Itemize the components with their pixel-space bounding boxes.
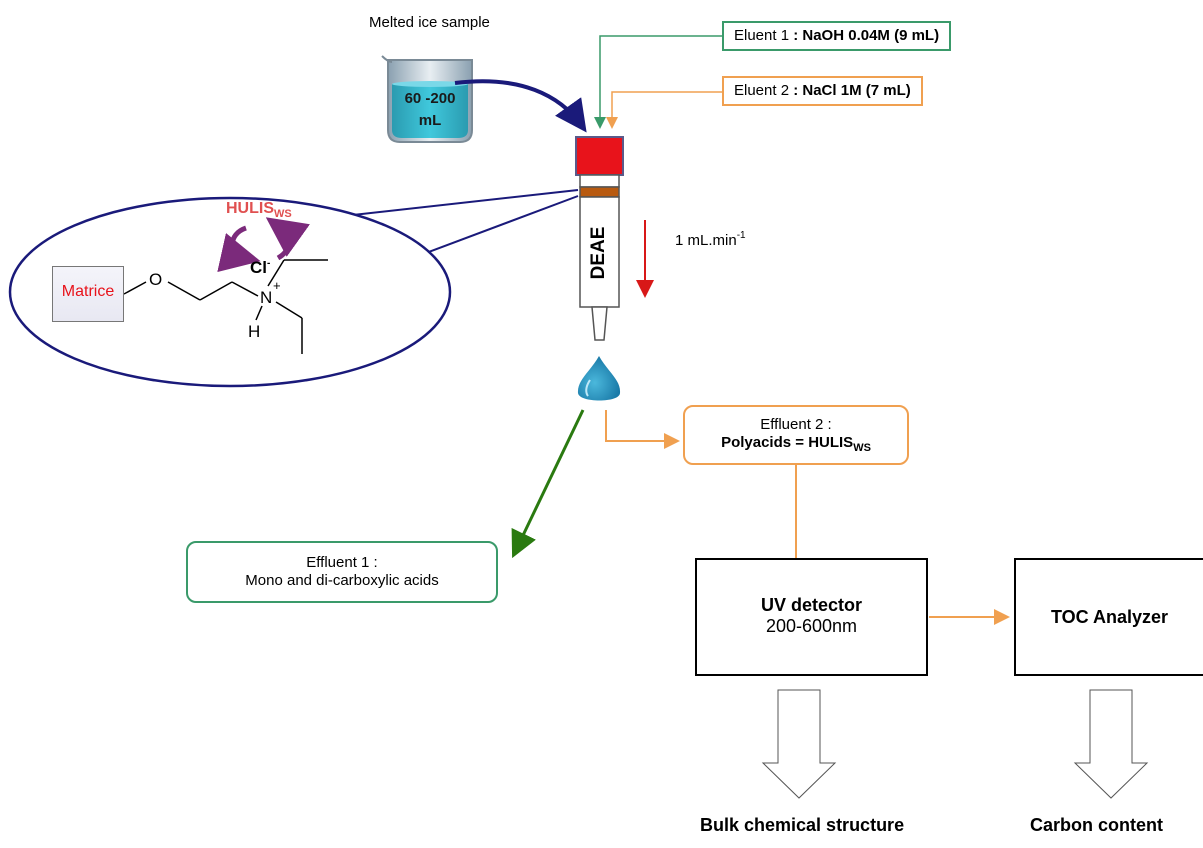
effluent1-arrow: [511, 409, 585, 559]
hulis-label: HULISWS: [226, 200, 292, 220]
chloride-text: Cl: [250, 258, 267, 277]
eluent1-value: : NaOH 0.04M (9 mL): [793, 27, 940, 44]
column-label: DEAE: [588, 226, 609, 280]
matrice-box: Matrice: [52, 266, 124, 322]
effluent2-line2-text: Polyacids = HULIS: [721, 434, 854, 451]
effluent1-box: Effluent 1 : Mono and di-carboxylic acid…: [186, 541, 498, 603]
sample-volume-line2: mL: [418, 112, 442, 129]
sample-label: Melted ice sample: [369, 14, 490, 31]
deae-column: [575, 136, 624, 341]
toc-analyzer-title: TOC Analyzer: [1050, 607, 1169, 627]
molecule-callout: [8, 196, 452, 388]
toc-analyzer-box: TOC Analyzer: [1014, 558, 1203, 676]
eluent1-prefix: Eluent 1: [734, 27, 790, 44]
exchange-arrow-right-icon: [265, 217, 310, 261]
effluent2-box: Effluent 2 : Polyacids = HULISWS: [683, 405, 909, 465]
nitrogen-charge: +: [273, 278, 281, 293]
uv-output-arrow-icon: [761, 689, 837, 799]
eluent2-line: [606, 91, 730, 129]
uv-detector-title: UV detector: [760, 595, 863, 615]
hulis-text: HULIS: [226, 200, 274, 217]
eluent1-line: [594, 35, 730, 129]
toc-output-arrow-icon: [1073, 689, 1149, 799]
molecule-structure: [123, 259, 328, 354]
effluent2-sub: WS: [853, 442, 871, 454]
eluent2-box: Eluent 2 : NaCl 1M (7 mL): [722, 76, 923, 106]
uv-detector-box: UV detector 200-600nm: [695, 558, 928, 676]
hydrogen-atom: H: [248, 322, 261, 341]
effluent1-line2: Mono and di-carboxylic acids: [245, 572, 439, 589]
beaker-icon: [381, 55, 473, 143]
sample-volume-line1: 60 -200: [404, 90, 456, 107]
flow-rate-exponent: -1: [736, 230, 746, 241]
effluent2-arrow: [605, 410, 680, 449]
drop-icon: [577, 356, 621, 401]
exchange-arrow-left-icon: [217, 225, 261, 273]
flow-rate: 1 mL.min-1: [675, 230, 746, 249]
effluent2-line1: Effluent 2 :: [760, 416, 832, 433]
uv-detector-range: 200-600nm: [765, 616, 858, 636]
eluent2-prefix: Eluent 2: [734, 82, 790, 99]
uv-output-label: Bulk chemical structure: [700, 815, 905, 835]
sample-volume: 60 -200 mL: [392, 88, 468, 132]
oxygen-atom: O: [149, 270, 163, 289]
hulis-sub: WS: [274, 208, 292, 220]
toc-output-label: Carbon content: [1030, 815, 1163, 835]
nitrogen-atom: N: [260, 288, 273, 307]
chloride-charge: -: [267, 258, 271, 269]
effluent1-line1: Effluent 1 :: [306, 554, 378, 571]
eluent2-value: : NaCl 1M (7 mL): [793, 82, 911, 99]
chloride-ion: Cl-: [250, 258, 270, 278]
eluent1-box: Eluent 1 : NaOH 0.04M (9 mL): [722, 21, 952, 51]
matrice-label: Matrice: [61, 283, 115, 300]
effluent2-line2: Polyacids = HULISWS: [685, 434, 907, 457]
sample-flow-arrow: [454, 79, 587, 133]
flow-rate-text: 1 mL.min: [675, 232, 737, 249]
